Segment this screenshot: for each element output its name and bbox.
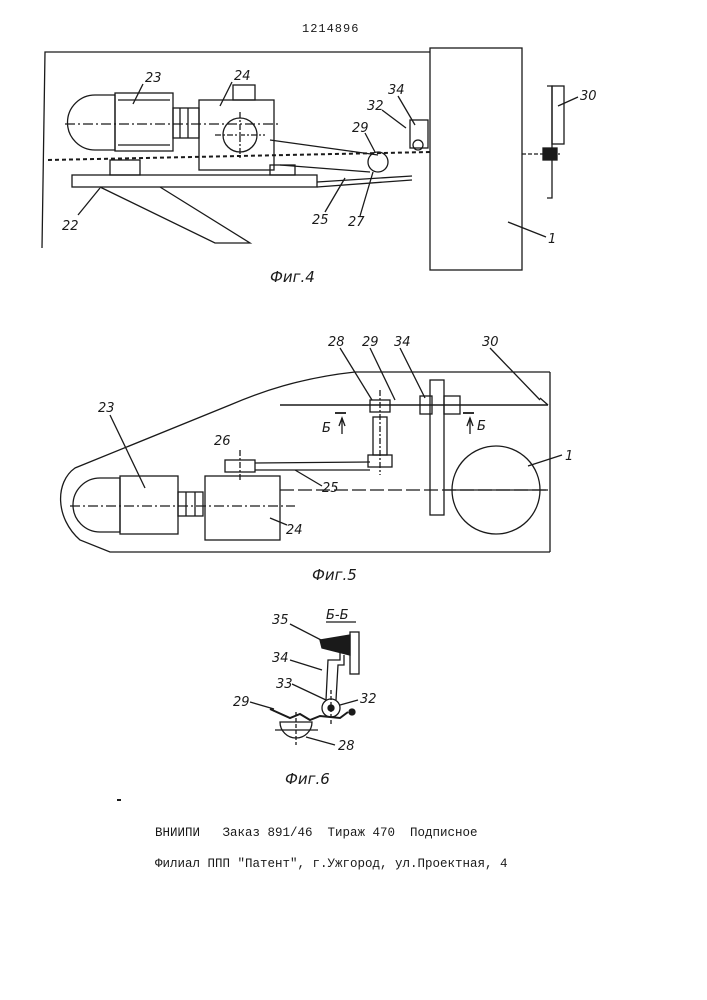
section-mark-left: Б xyxy=(322,421,331,436)
label-30: 30 xyxy=(580,89,597,104)
label-25: 25 xyxy=(312,213,329,228)
label-35: 35 xyxy=(272,613,289,628)
imprint-line-1: ВНИИПИ Заказ 891/46 Тираж 470 Подписное xyxy=(155,826,478,840)
label-27: 27 xyxy=(348,215,365,230)
label-34: 34 xyxy=(394,335,411,350)
section-mark-right: Б xyxy=(477,419,486,434)
label-32: 32 xyxy=(367,99,384,114)
label-22: 22 xyxy=(62,219,79,234)
motor-23 xyxy=(67,93,199,151)
label-1: 1 xyxy=(548,232,556,247)
label-34: 34 xyxy=(388,83,405,98)
figure-6 xyxy=(250,624,359,745)
caption-fig5: Фиг.5 xyxy=(312,566,357,584)
figure-4 xyxy=(42,48,578,270)
label-1: 1 xyxy=(565,449,573,464)
imprint-line-2: Филиал ППП "Патент", г.Ужгород, ул.Проек… xyxy=(155,857,508,871)
caption-fig6: Фиг.6 xyxy=(285,770,330,788)
label-32: 32 xyxy=(360,692,377,707)
motor-23-plan xyxy=(73,476,203,534)
base-plate-22 xyxy=(72,175,317,187)
label-29: 29 xyxy=(362,335,379,350)
figure-5 xyxy=(61,348,562,552)
label-28: 28 xyxy=(338,739,355,754)
label-26: 26 xyxy=(214,434,231,449)
label-25: 25 xyxy=(322,481,339,496)
label-24: 24 xyxy=(234,69,251,84)
label-33: 33 xyxy=(276,677,293,692)
label-23: 23 xyxy=(98,401,115,416)
caption-fig4: Фиг.4 xyxy=(270,268,315,286)
label-29: 29 xyxy=(233,695,250,710)
label-24: 24 xyxy=(286,523,303,538)
gearbox-24-plan xyxy=(205,476,280,540)
label-30: 30 xyxy=(482,335,499,350)
label-23: 23 xyxy=(145,71,162,86)
section-title-bb: Б-Б xyxy=(326,608,349,623)
label-28: 28 xyxy=(328,335,345,350)
label-34: 34 xyxy=(272,651,289,666)
label-29: 29 xyxy=(352,121,369,136)
beam-1 xyxy=(430,48,522,270)
